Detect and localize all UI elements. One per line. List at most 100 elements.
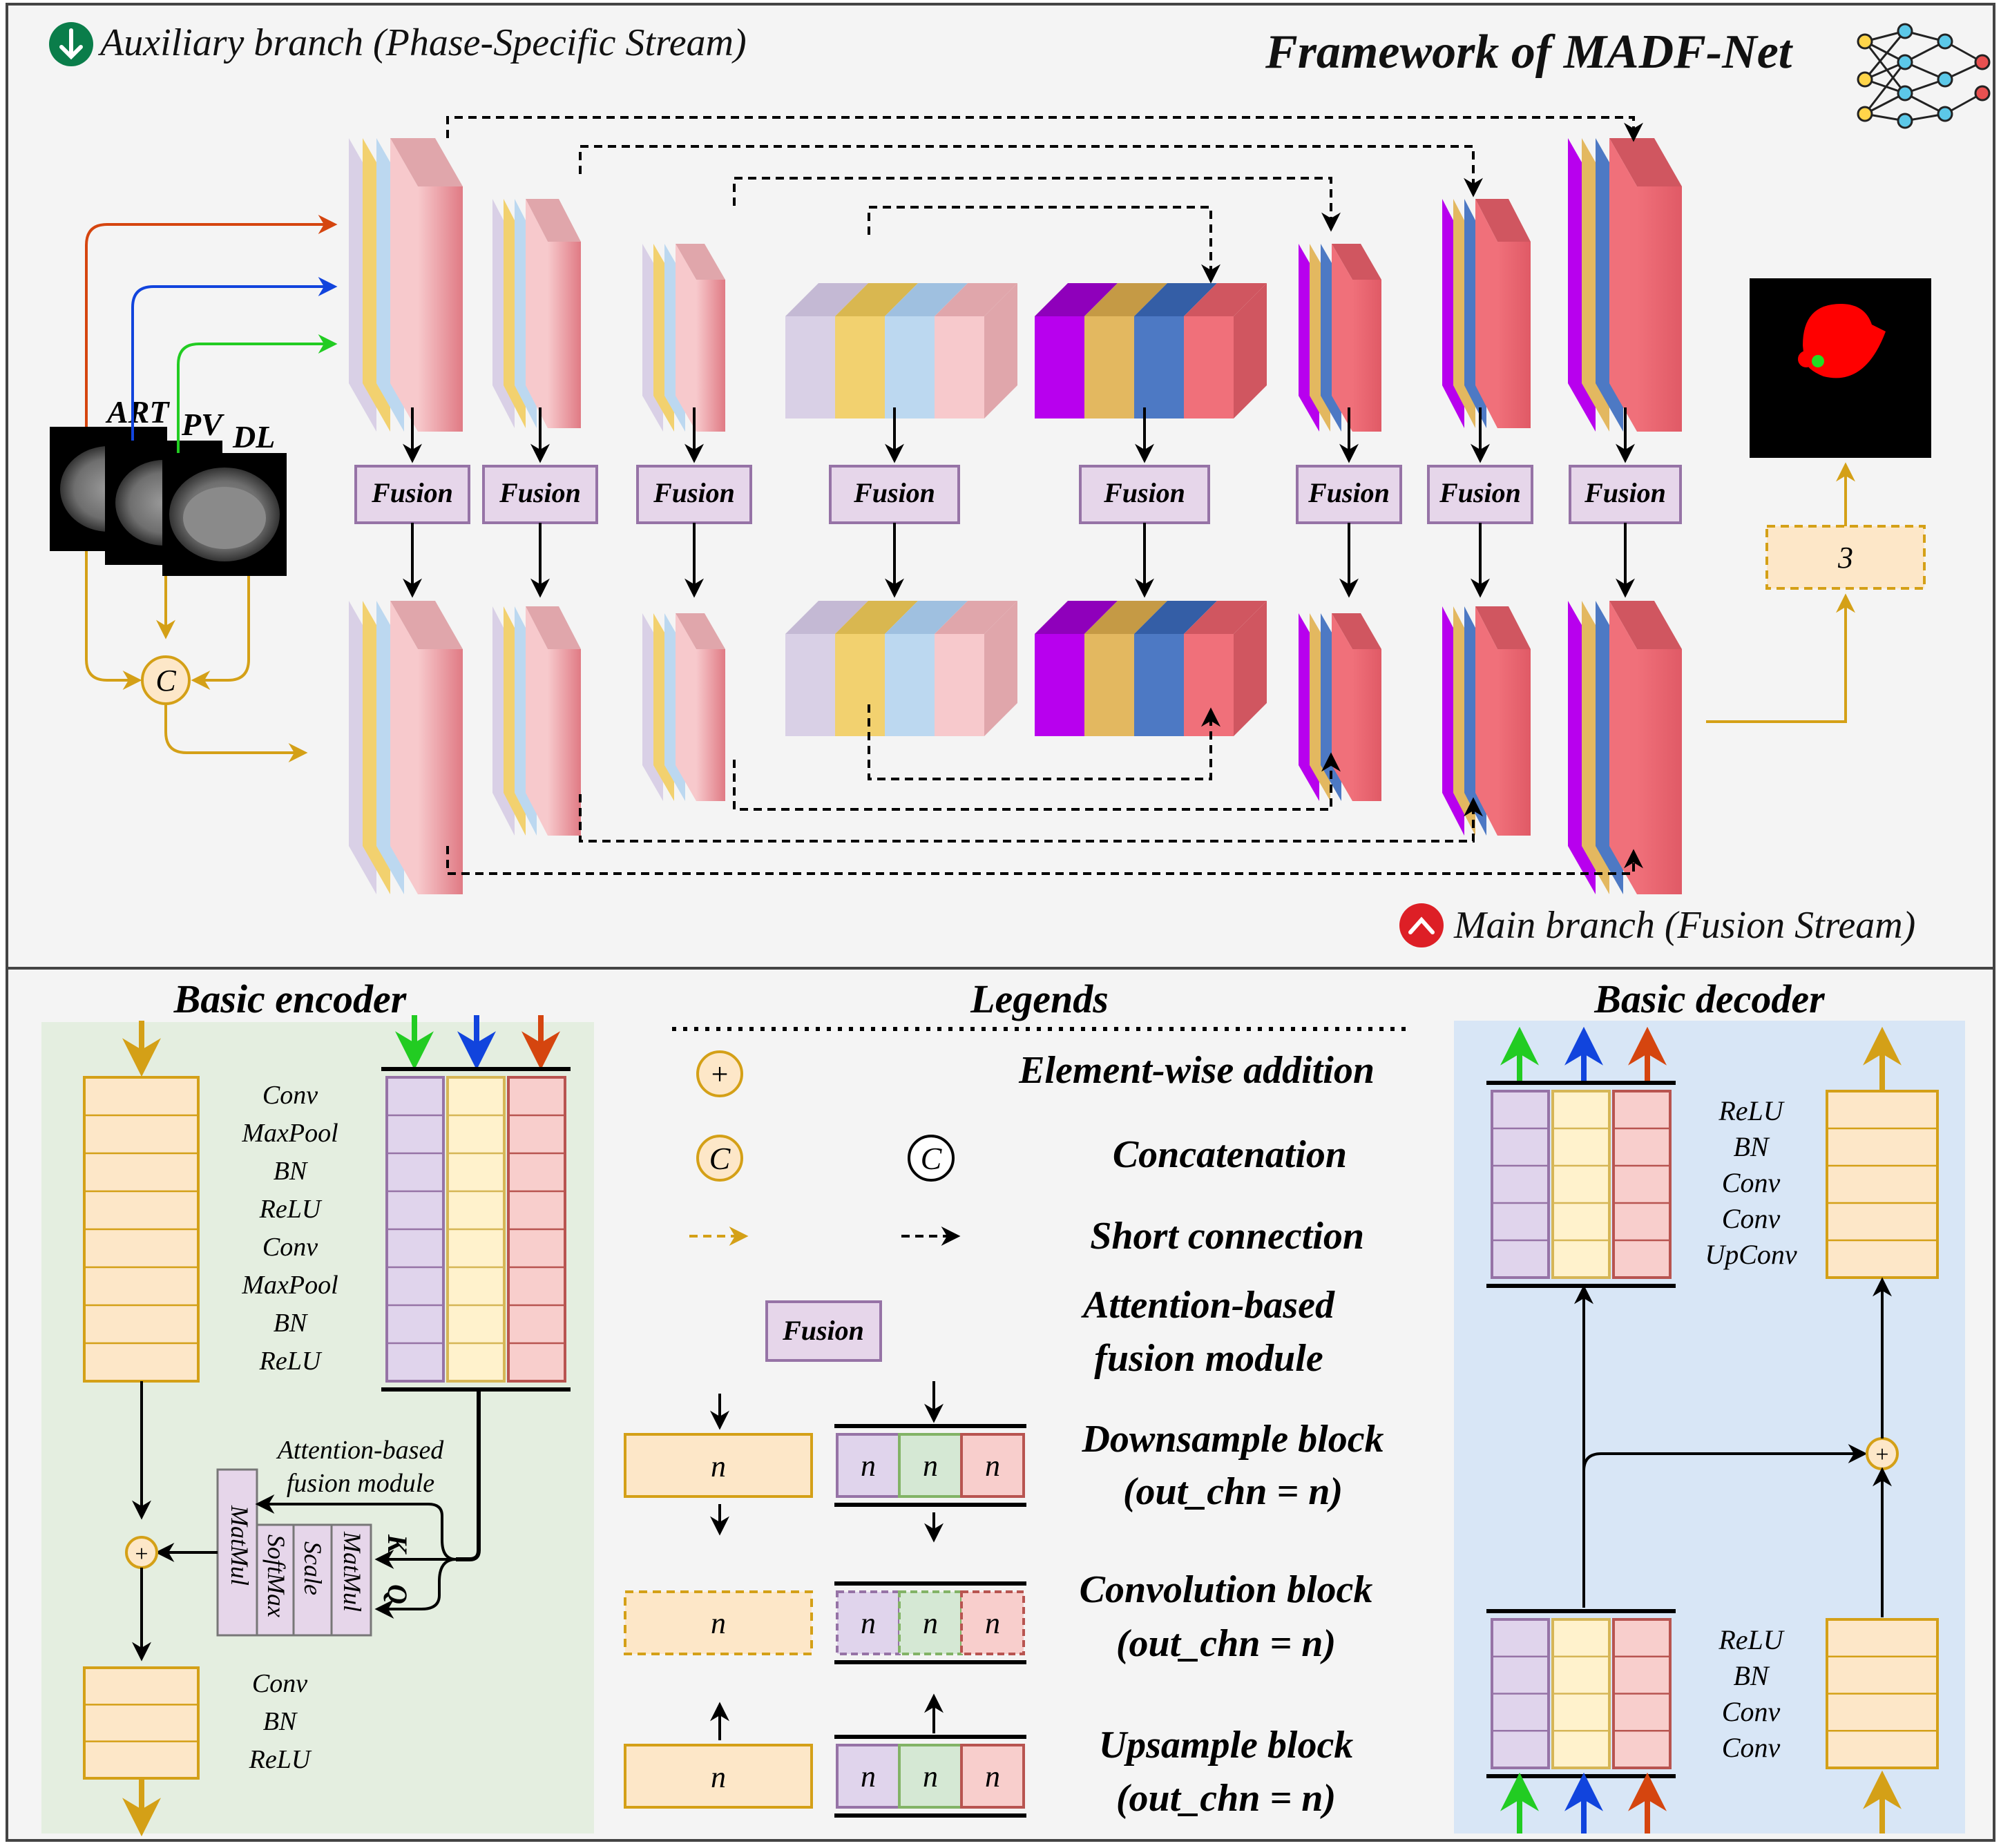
cube-top xyxy=(1184,601,1267,634)
op-label: BN xyxy=(263,1707,298,1736)
cube-top xyxy=(1084,601,1167,634)
legend-downsample-outchn: (out_chn = n) xyxy=(1123,1470,1343,1513)
skip-connection-top xyxy=(733,177,1341,232)
skip-connection-bottom xyxy=(733,752,1341,811)
op-label: BN xyxy=(274,1157,309,1186)
block-body xyxy=(1612,1090,1672,1279)
channel-column xyxy=(1551,1090,1611,1279)
layer-face xyxy=(676,613,696,801)
encoder-plus: + xyxy=(135,1541,148,1567)
layer-front xyxy=(548,242,581,428)
n-label: n xyxy=(711,1450,726,1483)
n-label: n xyxy=(985,1760,1000,1793)
layer-top xyxy=(1475,606,1531,649)
fusion-label: Fusion xyxy=(653,477,735,508)
layer-front xyxy=(418,186,463,432)
legend-fusion-box xyxy=(765,1300,882,1362)
decoder-skip-arrow xyxy=(1582,1444,1868,1478)
cube-top xyxy=(885,601,968,634)
legend-cell xyxy=(898,1744,963,1809)
q-arrow xyxy=(374,1558,457,1619)
decoder-plus: + xyxy=(1875,1442,1888,1467)
legend-cell xyxy=(836,1433,901,1498)
legend-concat-black-symbol: C xyxy=(921,1141,943,1176)
softmax-cell xyxy=(256,1523,295,1637)
legend-concat-black-icon xyxy=(908,1135,955,1182)
legend-cell xyxy=(960,1433,1025,1498)
layer-front xyxy=(1352,649,1381,801)
fusion-label: Fusion xyxy=(1439,477,1521,508)
legend-fusion-label: Fusion xyxy=(782,1315,864,1346)
layer-face xyxy=(390,138,418,432)
cube-front xyxy=(885,634,935,736)
layer-front xyxy=(696,649,725,801)
cube-top xyxy=(1184,283,1267,316)
n-label: n xyxy=(985,1606,1000,1640)
layer-face xyxy=(526,199,548,428)
cube-front xyxy=(935,634,984,736)
layer-face xyxy=(676,244,696,432)
n-label: n xyxy=(923,1606,938,1640)
skip-connection-top xyxy=(579,145,1483,198)
channel-column xyxy=(1551,1618,1611,1769)
legend-convolution-label: Convolution block xyxy=(1080,1568,1373,1611)
layer-top xyxy=(1332,613,1381,649)
cube-side xyxy=(1234,283,1267,418)
cube-top xyxy=(1134,283,1217,316)
legend-cell xyxy=(836,1744,901,1809)
layer-face xyxy=(526,606,548,836)
layer-top xyxy=(390,601,463,649)
op-label: ReLU xyxy=(249,1745,312,1774)
aux-branch-label: Auxiliary branch (Phase-Specific Stream) xyxy=(97,21,747,64)
bottleneck-encoder-bottom xyxy=(785,601,1017,736)
channel-column xyxy=(385,1076,445,1383)
encoder-orange-block xyxy=(83,1076,200,1383)
layer-top xyxy=(676,244,725,280)
cube-front xyxy=(1084,316,1134,418)
cube-front xyxy=(1134,634,1184,736)
bottleneck-decoder-top xyxy=(1035,283,1267,418)
k-label: K xyxy=(382,1534,413,1555)
cube-front xyxy=(935,316,984,418)
cube-top xyxy=(935,283,1017,316)
decoder-stack-bottom-3 xyxy=(1568,601,1682,894)
op-label: BN xyxy=(1733,1660,1770,1691)
encoder-bottom-block xyxy=(83,1666,200,1780)
framework-panel xyxy=(6,3,1995,970)
decoder-stack-bottom-1 xyxy=(1299,613,1381,801)
block-body xyxy=(1826,1090,1939,1279)
legend-short-connection-label: Short connection xyxy=(1090,1215,1364,1258)
layer-top xyxy=(676,613,725,649)
decoder-stack-bottom-2 xyxy=(1442,606,1531,836)
legend-attention-label-1: Attention-based xyxy=(1081,1284,1335,1327)
legend-addition-label: Element-wise addition xyxy=(1018,1049,1375,1092)
page-title: Framework of MADF-Net xyxy=(1265,26,1794,79)
legend-downsample-label: Downsample block xyxy=(1081,1418,1384,1461)
decoder-orange-bottom xyxy=(1826,1618,1939,1769)
legend-cell xyxy=(960,1744,1025,1809)
legend-add-icon xyxy=(696,1050,743,1097)
layer-top xyxy=(1609,138,1682,186)
attention-label-2: fusion module xyxy=(287,1469,434,1498)
layer-face xyxy=(1332,244,1352,432)
legend-convolution-outchn: (out_chn = n) xyxy=(1116,1622,1336,1665)
legends-title: Legends xyxy=(970,976,1109,1021)
cube-top xyxy=(1134,601,1217,634)
phase-label-pv: PV xyxy=(181,407,224,442)
channel-column xyxy=(1612,1618,1672,1769)
n-label: n xyxy=(923,1760,938,1793)
conv-block-output xyxy=(1765,525,1926,590)
cube-top xyxy=(835,601,918,634)
n-label: n xyxy=(861,1760,876,1793)
layer-top xyxy=(1609,601,1682,649)
fusion-label: Fusion xyxy=(1308,477,1390,508)
cube-front xyxy=(785,634,835,736)
fusion-box xyxy=(482,465,598,524)
softmax-label: SoftMax xyxy=(262,1534,290,1617)
legend-concat-label: Concatenation xyxy=(1113,1133,1347,1176)
decoder-tri-bottom xyxy=(1486,1609,1676,1778)
layer-top xyxy=(1332,244,1381,280)
bottleneck-decoder-bottom xyxy=(1035,601,1267,736)
